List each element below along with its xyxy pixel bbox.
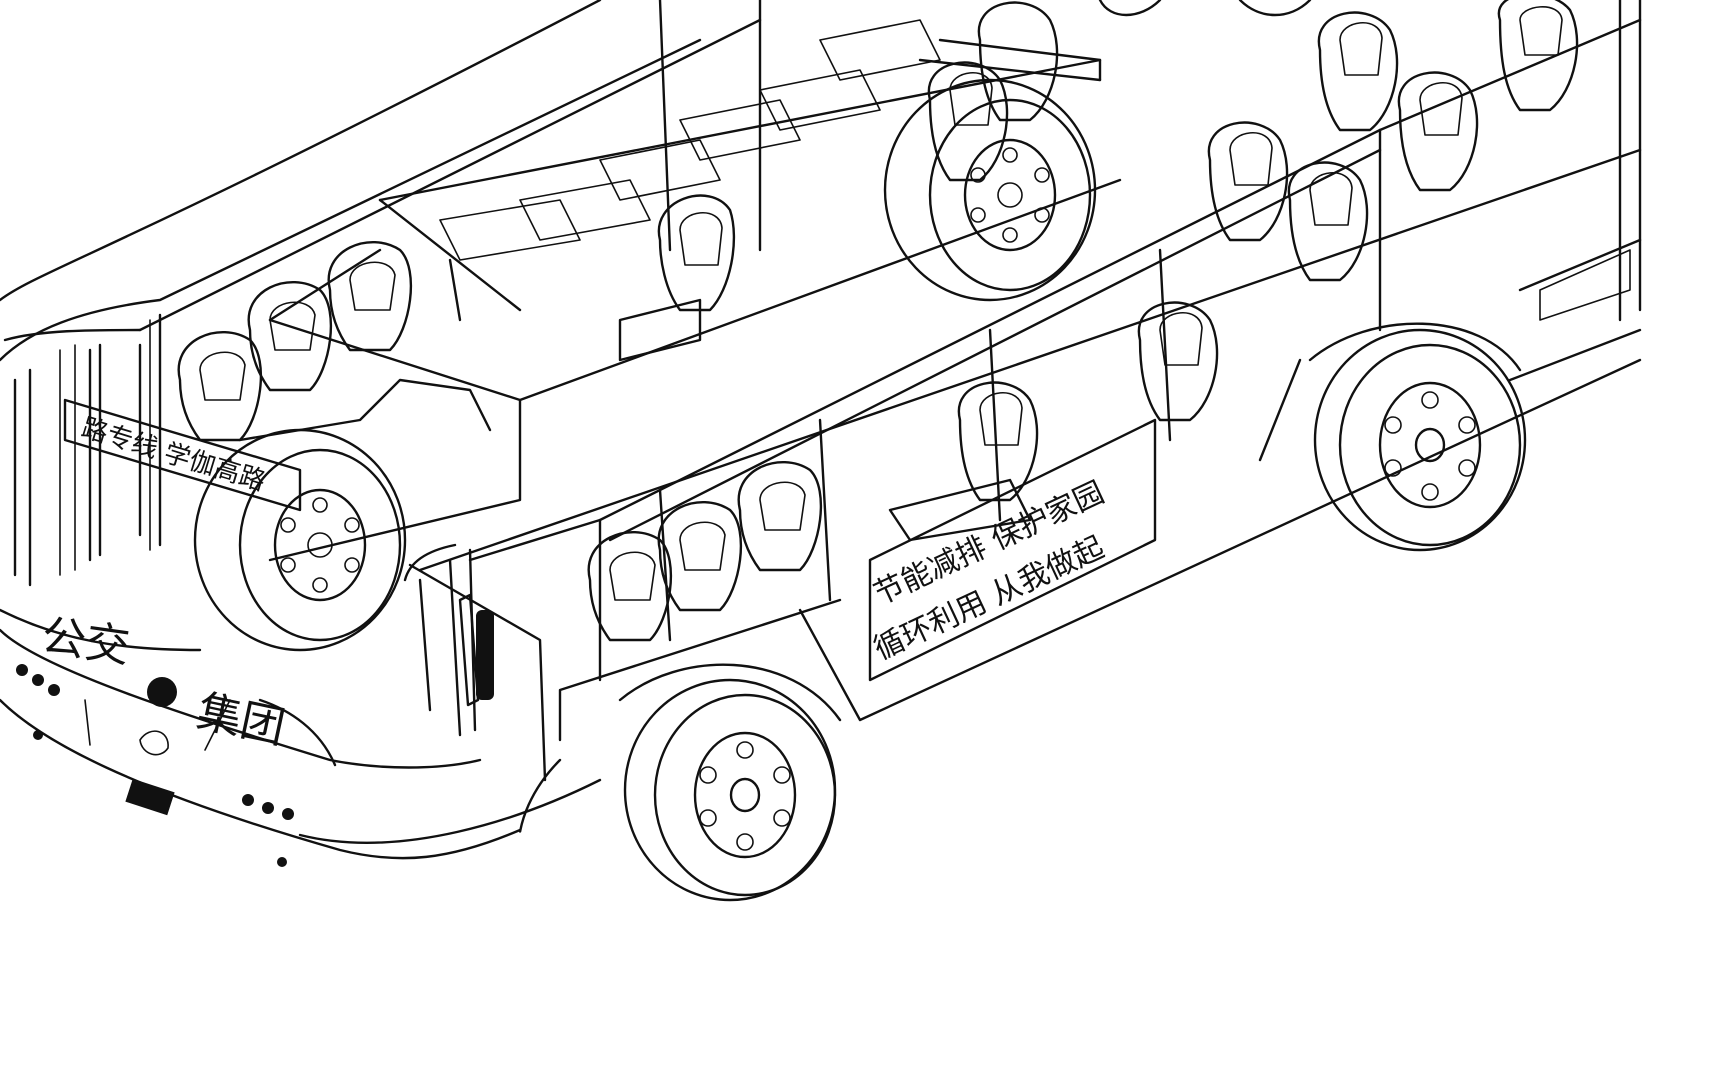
wheel-rear [1308, 322, 1527, 552]
bus-emblem-icon [147, 677, 177, 707]
wheel-front-left-ghost [193, 428, 407, 652]
seat-group-rear [1137, 0, 1579, 422]
seat-group-top [927, 0, 1312, 182]
front-door [408, 563, 547, 782]
body-side [298, 0, 1642, 844]
wheel-rear-ghost [883, 78, 1097, 302]
seat-single-side [888, 381, 1039, 542]
roof-outline [0, 0, 762, 362]
front-face: 公交 集团 [0, 313, 522, 867]
side-slogan-panel: 节能减排 保护家园 循环利用 从我做起 [869, 418, 1157, 682]
seat-single-mid [618, 194, 736, 362]
seat-group-front-middle [587, 460, 823, 642]
interior-structure [268, 0, 1122, 562]
seat-group-front-left [177, 240, 492, 442]
front-route-sign-text: 路专线 学伽高路 [78, 413, 269, 497]
wheel-front [618, 663, 842, 902]
front-brand-left: 公交 [38, 610, 132, 673]
